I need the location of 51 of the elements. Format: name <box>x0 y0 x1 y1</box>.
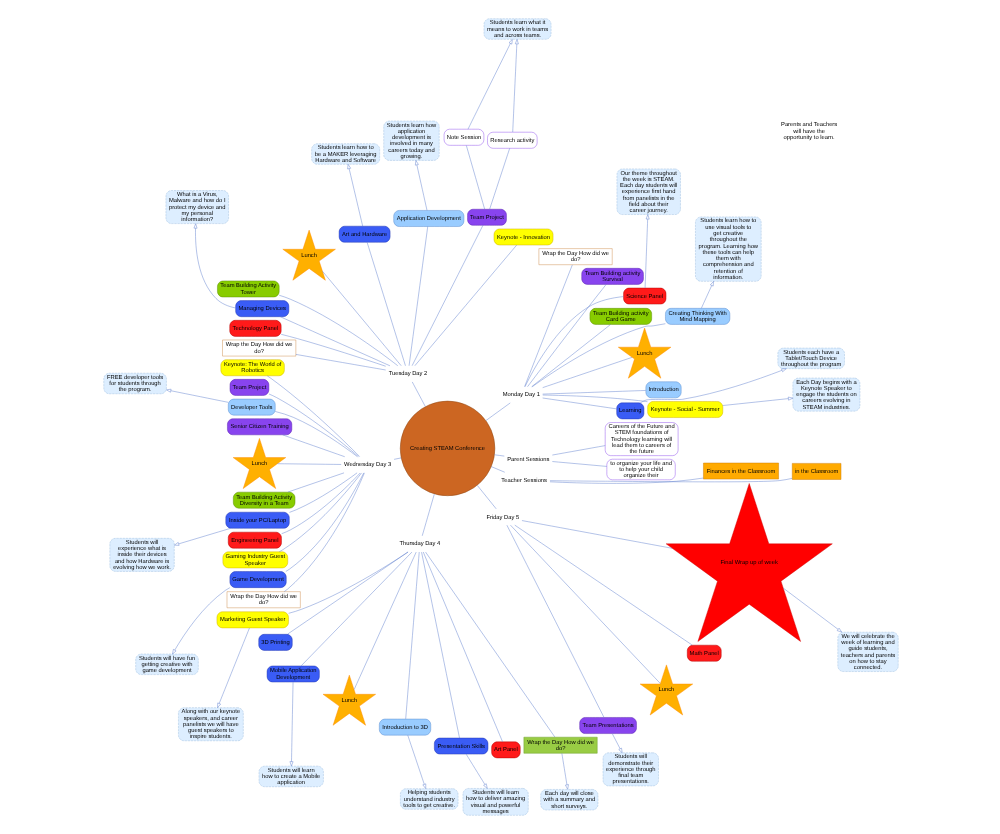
connector <box>279 316 390 367</box>
connector <box>410 225 483 366</box>
connector <box>505 524 604 718</box>
connector <box>523 296 623 387</box>
connector <box>548 477 703 484</box>
connector <box>283 472 364 592</box>
arrow <box>643 214 649 289</box>
connector <box>284 472 363 572</box>
arrow <box>721 396 793 406</box>
connector <box>530 324 610 387</box>
connector <box>365 242 405 366</box>
arrow <box>173 528 230 546</box>
connector <box>274 411 357 457</box>
arrow <box>464 753 487 789</box>
connector <box>488 148 509 210</box>
connector <box>526 284 606 387</box>
connector <box>541 397 616 410</box>
arrow <box>611 733 622 753</box>
connector <box>548 478 792 483</box>
arrow <box>700 281 713 309</box>
arrow <box>192 223 235 309</box>
arrow <box>216 627 249 708</box>
arrow <box>406 735 425 789</box>
connector <box>286 472 344 493</box>
connector <box>286 551 408 635</box>
connector <box>465 145 484 210</box>
arrow <box>288 681 293 767</box>
connector <box>281 434 344 457</box>
arrow <box>171 587 230 655</box>
connector <box>278 472 361 552</box>
connector <box>287 551 408 614</box>
connector <box>523 264 572 387</box>
connector <box>490 466 504 473</box>
connector <box>530 323 665 387</box>
connector <box>420 551 459 739</box>
connector <box>541 390 645 395</box>
connector <box>267 393 358 457</box>
connector <box>404 551 419 720</box>
arrow <box>639 368 786 404</box>
arrow <box>782 587 841 633</box>
arrow <box>511 39 518 133</box>
connector <box>288 472 357 513</box>
arrow <box>165 388 228 403</box>
connector <box>407 226 427 366</box>
arrow <box>346 164 362 227</box>
connector <box>299 551 412 667</box>
connector <box>541 394 647 402</box>
connector <box>424 551 554 738</box>
arrow <box>414 160 427 211</box>
arrow <box>560 753 568 790</box>
arrow <box>466 39 512 130</box>
